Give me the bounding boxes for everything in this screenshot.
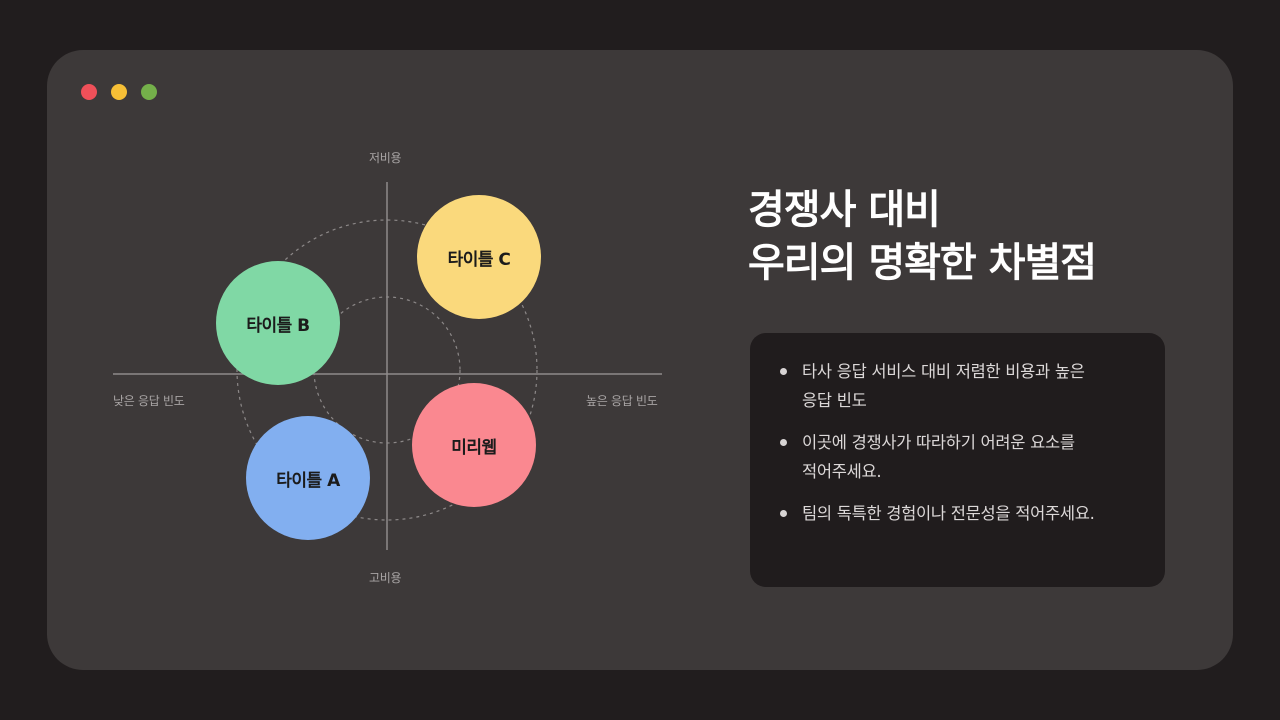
- close-button[interactable]: [81, 84, 97, 100]
- bubble-label: 타이틀 C: [447, 249, 511, 270]
- maximize-button[interactable]: [141, 84, 157, 100]
- bubble-label: 타이틀 B: [246, 315, 310, 336]
- bubble-label: 미리웹: [451, 437, 497, 458]
- slide-window: 저비용 고비용 낮은 응답 빈도 높은 응답 빈도 타이틀 C 타이틀 B 타이…: [47, 50, 1233, 670]
- list-item: 타사 응답 서비스 대비 저렴한 비용과 높은 응답 빈도: [780, 357, 1115, 415]
- bubble-label: 타이틀 A: [276, 470, 340, 491]
- axis-label-bottom: 고비용: [369, 571, 402, 585]
- list-item: 이곳에 경쟁사가 따라하기 어려운 요소를 적어주세요.: [780, 428, 1115, 486]
- list-item-text: 타사 응답 서비스 대비 저렴한 비용과 높은 응답 빈도: [802, 362, 1085, 410]
- bullet-icon: [780, 510, 787, 517]
- axis-label-right: 높은 응답 빈도: [586, 394, 658, 408]
- headline-line-2: 우리의 명확한 차별점: [748, 240, 1097, 286]
- differentiators-card: 타사 응답 서비스 대비 저렴한 비용과 높은 응답 빈도 이곳에 경쟁사가 따…: [750, 333, 1165, 587]
- bullet-icon: [780, 368, 787, 375]
- bullet-icon: [780, 439, 787, 446]
- minimize-button[interactable]: [111, 84, 127, 100]
- axis-label-left: 낮은 응답 빈도: [113, 394, 185, 408]
- list-item-text: 이곳에 경쟁사가 따라하기 어려운 요소를 적어주세요.: [802, 433, 1075, 481]
- list-item: 팀의 독특한 경험이나 전문성을 적어주세요.: [780, 499, 1115, 528]
- headline-line-1: 경쟁사 대비: [748, 187, 941, 233]
- axis-label-top: 저비용: [369, 151, 402, 165]
- bubble-miriweb: 미리웹: [412, 383, 536, 507]
- bubble-title-c: 타이틀 C: [417, 195, 541, 319]
- headline: 경쟁사 대비 우리의 명확한 차별점: [748, 184, 1097, 290]
- differentiators-list: 타사 응답 서비스 대비 저렴한 비용과 높은 응답 빈도 이곳에 경쟁사가 따…: [750, 333, 1165, 528]
- bubble-title-b: 타이틀 B: [216, 261, 340, 385]
- list-item-text: 팀의 독특한 경험이나 전문성을 적어주세요.: [802, 504, 1095, 523]
- positioning-diagram: 저비용 고비용 낮은 응답 빈도 높은 응답 빈도 타이틀 C 타이틀 B 타이…: [47, 50, 1233, 670]
- bubble-title-a: 타이틀 A: [246, 416, 370, 540]
